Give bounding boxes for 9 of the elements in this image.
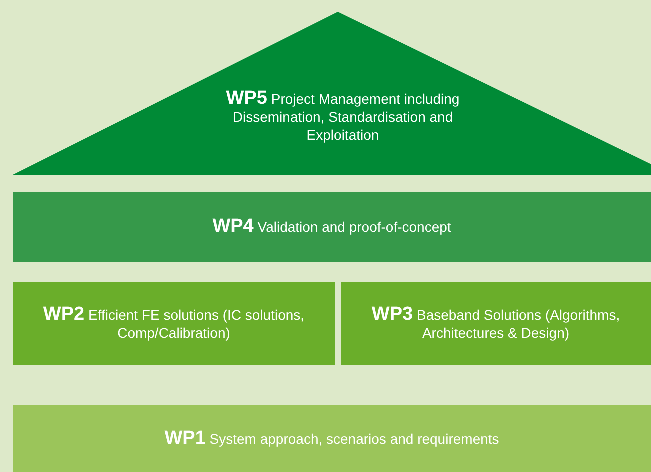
work-package-box — [341, 282, 651, 365]
work-package-label: WP1 System approach, scenarios and requirements — [164, 430, 500, 448]
work-package-box — [13, 405, 651, 472]
work-package-label: WP5 Project Management including Dissemination, Standardisation and Exploitation — [225, 90, 461, 144]
work-package-label: WP4 Validation and proof-of-concept — [212, 218, 452, 236]
work-package-label: WP2 Efficient FE solutions (IC solutions, Comp/Calibration) — [42, 306, 306, 342]
work-package-label: WP3 Baseband Solutions (Algorithms, Architectures & Design) — [370, 306, 622, 342]
work-package-box — [13, 282, 335, 365]
work-package-box — [13, 192, 651, 262]
